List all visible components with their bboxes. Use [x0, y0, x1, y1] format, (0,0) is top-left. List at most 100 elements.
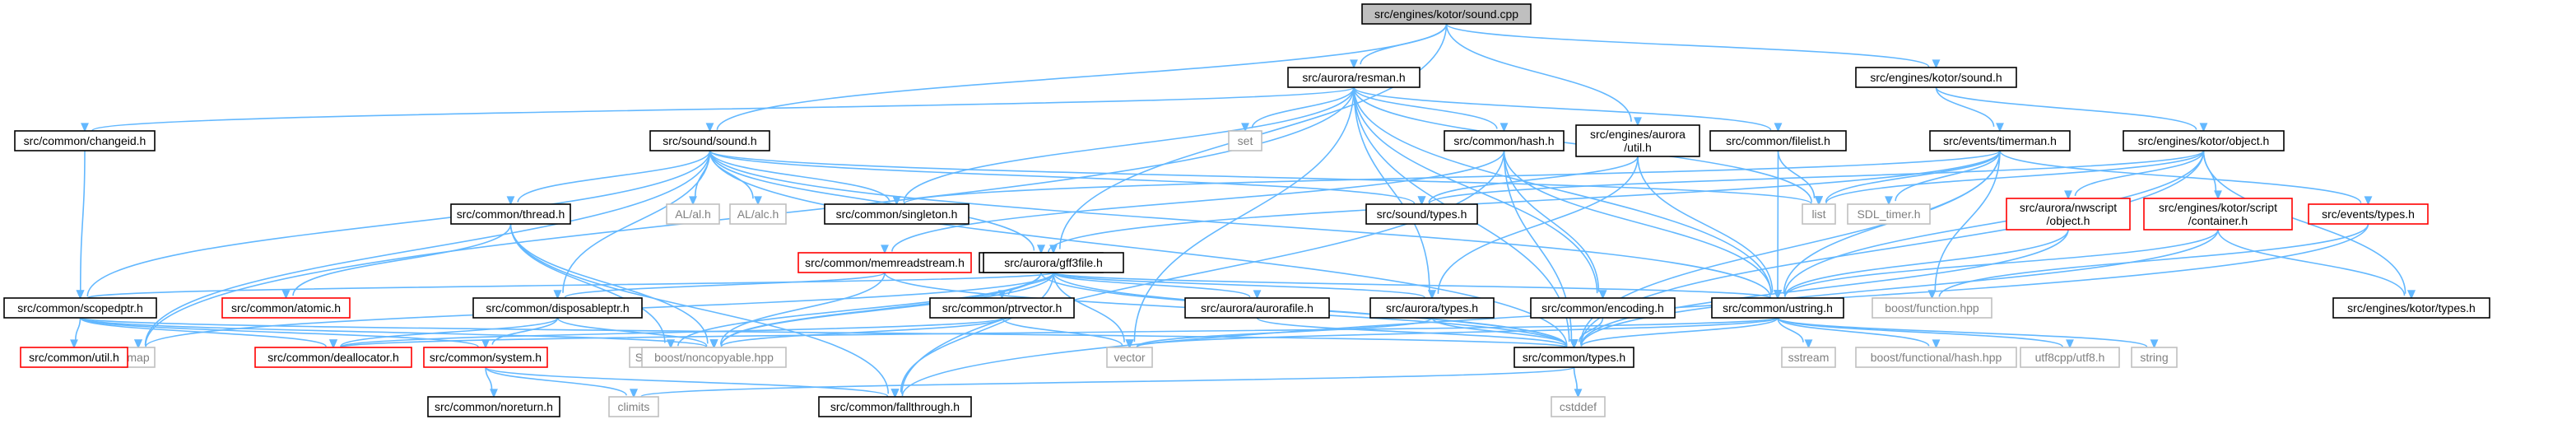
- node-list: list: [1802, 203, 1836, 225]
- edge-filelist-to-ustring: [1774, 150, 1782, 300]
- edge-hash-to-memreadstream: [881, 150, 1505, 254]
- node-sdl-timer: SDL_timer.h: [1847, 203, 1931, 225]
- node-singleton[interactable]: src/common/singleton.h: [824, 203, 969, 225]
- node-vector: vector: [1106, 347, 1153, 368]
- node-sstream: sstream: [1781, 347, 1836, 368]
- node-label: src/engines/kotor/script: [2159, 201, 2277, 214]
- node-al: AL/al.h: [666, 203, 720, 225]
- node-hash[interactable]: src/common/hash.h: [1444, 130, 1565, 151]
- node-label: src/common/util.h: [29, 351, 119, 364]
- node-label: src/engines/kotor/sound.cpp: [1374, 7, 1518, 21]
- node-deallocator[interactable]: src/common/deallocator.h: [254, 347, 412, 368]
- node-nwscript-object[interactable]: src/aurora/nwscript/object.h: [2006, 198, 2131, 231]
- node-resman[interactable]: src/aurora/resman.h: [1287, 67, 1421, 88]
- edge-resman-to-changeid: [81, 86, 1355, 133]
- node-label: src/aurora/types.h: [1386, 301, 1478, 315]
- node-encoding[interactable]: src/common/encoding.h: [1530, 297, 1676, 319]
- node-label: src/common/system.h: [430, 351, 542, 364]
- node-kotor-types[interactable]: src/engines/kotor/types.h: [2332, 297, 2490, 319]
- node-label: src/common/ptrvector.h: [942, 301, 1062, 315]
- node-box: [1855, 67, 2017, 88]
- node-boost-hash: boost/functional/hash.hpp: [1855, 347, 2017, 368]
- node-set: set: [1228, 130, 1262, 151]
- edge-scopedptr-to-util: [70, 317, 81, 349]
- node-box: [649, 130, 770, 151]
- node-label: src/common/hash.h: [1453, 134, 1554, 147]
- node-box: [666, 203, 720, 225]
- edge-sound_sound-to-sound_types: [709, 150, 1426, 206]
- node-box: [2020, 347, 2120, 368]
- node-root[interactable]: src/engines/kotor/sound.cpp: [1361, 3, 1532, 25]
- node-aurora-types[interactable]: src/aurora/types.h: [1369, 297, 1495, 319]
- node-label: src/common/encoding.h: [1541, 301, 1664, 315]
- edge-aurora_types-to-vector: [1125, 317, 1433, 349]
- node-events-types[interactable]: src/events/types.h: [2308, 203, 2429, 225]
- node-label: cstddef: [1560, 400, 1597, 413]
- edge-timerman-to-sdl_timer: [1885, 150, 2001, 206]
- edge-ustring-to-boost_hash: [1777, 317, 1941, 349]
- edge-system-to-noreturn: [485, 366, 498, 398]
- node-box: [929, 297, 1075, 319]
- edge-hash-to-encoding: [1503, 150, 1607, 300]
- node-box: [423, 347, 548, 368]
- node-memreadstream[interactable]: src/common/memreadstream.h: [797, 252, 972, 273]
- node-disposableptr[interactable]: src/common/disposableptr.h: [472, 297, 643, 319]
- node-box: [1228, 130, 1262, 151]
- node-kotor-object[interactable]: src/engines/kotor/object.h: [2123, 130, 2285, 151]
- node-container[interactable]: src/engines/kotor/script/container.h: [2143, 198, 2293, 231]
- node-changeid[interactable]: src/common/changeid.h: [14, 130, 156, 151]
- edge-changeid-to-scopedptr: [76, 150, 86, 300]
- node-fallthrough[interactable]: src/common/fallthrough.h: [818, 396, 972, 417]
- node-aurora-util[interactable]: src/engines/aurora/util.h: [1575, 124, 1700, 157]
- node-noreturn[interactable]: src/common/noreturn.h: [427, 396, 560, 417]
- node-box: [729, 203, 787, 225]
- node-gff3file[interactable]: src/aurora/gff3file.h: [983, 252, 1124, 273]
- node-label: src/common/ustring.h: [1723, 301, 1833, 315]
- node-label: src/common/atomic.h: [231, 301, 341, 315]
- edge-timerman-to-singleton: [892, 150, 2001, 206]
- node-alc: AL/alc.h: [729, 203, 787, 225]
- node-box: [1929, 130, 2071, 151]
- node-sound-sound[interactable]: src/sound/sound.h: [649, 130, 770, 151]
- node-box: [818, 396, 972, 417]
- node-label: src/common/singleton.h: [836, 207, 958, 221]
- edge-system-to-climits: [485, 366, 638, 398]
- edge-root-to-kotor_sound_h: [1445, 23, 1941, 69]
- node-common-types[interactable]: src/common/types.h: [1514, 347, 1634, 368]
- node-box: [1106, 347, 1153, 368]
- edge-resman-to-filelist: [1353, 86, 1783, 133]
- node-label: src/common/thread.h: [457, 207, 565, 221]
- edge-container-to-kotor_types: [2217, 229, 2416, 300]
- node-cstddef: cstddef: [1551, 396, 1606, 417]
- node-label: src/common/scopedptr.h: [17, 301, 143, 315]
- node-system[interactable]: src/common/system.h: [423, 347, 548, 368]
- node-util[interactable]: src/common/util.h: [20, 347, 128, 368]
- node-thread[interactable]: src/common/thread.h: [450, 203, 571, 225]
- node-ptrvector[interactable]: src/common/ptrvector.h: [929, 297, 1075, 319]
- edge-ustring-to-string: [1777, 317, 2159, 349]
- node-box: [254, 347, 412, 368]
- node-label: src/common/filelist.h: [1726, 134, 1830, 147]
- edge-timerman-to-mutex: [1037, 150, 2001, 254]
- node-kotor-sound-h[interactable]: src/engines/kotor/sound.h: [1855, 67, 2017, 88]
- node-sound-types[interactable]: src/sound/types.h: [1365, 203, 1478, 225]
- node-label: src/common/disposableptr.h: [486, 301, 629, 315]
- node-atomic[interactable]: src/common/atomic.h: [221, 297, 351, 319]
- node-box: [20, 347, 128, 368]
- node-box: [1709, 130, 1847, 151]
- node-label: src/engines/kotor/object.h: [2138, 134, 2270, 147]
- node-filelist[interactable]: src/common/filelist.h: [1709, 130, 1847, 151]
- node-label: src/common/fallthrough.h: [830, 400, 960, 413]
- node-ustring[interactable]: src/common/ustring.h: [1711, 297, 1844, 319]
- edge-resman-to-hash: [1353, 86, 1509, 133]
- node-noncopyable: boost/noncopyable.hpp: [641, 347, 787, 368]
- node-box: [1369, 297, 1495, 319]
- node-label: src/engines/kotor/sound.h: [1870, 71, 2002, 84]
- node-box: [797, 252, 972, 273]
- node-climits: climits: [608, 396, 659, 417]
- node-scopedptr[interactable]: src/common/scopedptr.h: [3, 297, 157, 319]
- node-box: [2006, 198, 2131, 231]
- node-aurorafile[interactable]: src/aurora/aurorafile.h: [1184, 297, 1330, 319]
- node-timerman[interactable]: src/events/timerman.h: [1929, 130, 2071, 151]
